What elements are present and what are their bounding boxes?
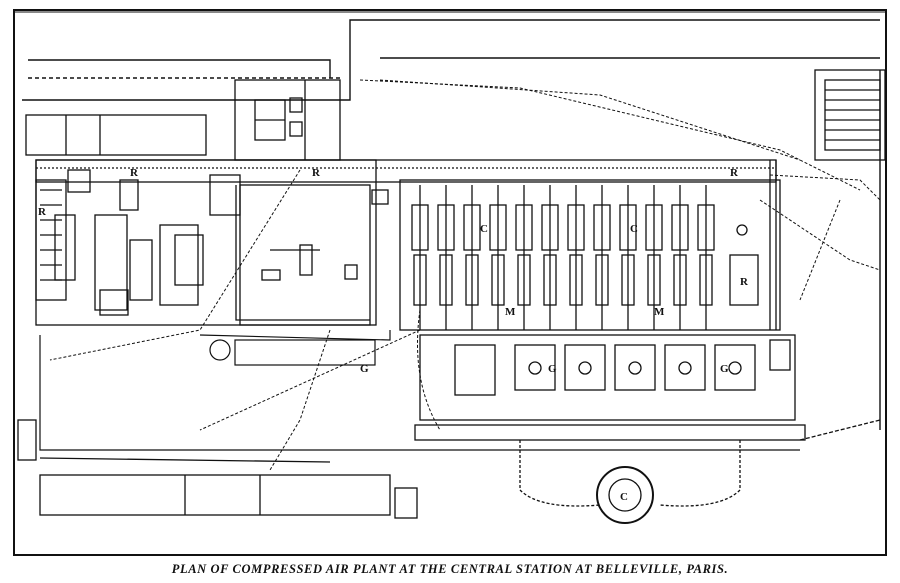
bottom-sheds (17, 419, 418, 519)
compressor-engine-unit (515, 185, 533, 330)
label-r4: R (730, 167, 739, 179)
label-r1: R (130, 167, 139, 179)
label-m1: M (505, 306, 516, 318)
generator-unit (664, 344, 706, 391)
label-c3: C (620, 491, 628, 503)
plant-plan-drawing: R R R R R C C C M M G G G (13, 9, 887, 556)
compressor-engine-unit (567, 185, 585, 330)
compressor-engine-unit (671, 185, 689, 330)
left-boiler-house (25, 114, 377, 326)
generator-room (419, 334, 796, 421)
compressor-engine-unit (541, 185, 559, 330)
plan-labels: R R R R R C C C M M G G G (38, 167, 749, 503)
label-r5: R (740, 276, 749, 288)
label-m2: M (654, 306, 665, 318)
central-hall (239, 184, 389, 326)
main-header-corridor (35, 159, 777, 330)
compressor-engine-unit (437, 185, 455, 330)
compressor-engine-unit (619, 185, 637, 330)
lower-reservoir-area (414, 419, 881, 524)
generator-unit (614, 344, 656, 391)
site-boundary (39, 330, 800, 451)
top-annex (234, 79, 341, 161)
label-r2: R (312, 167, 321, 179)
compressor-engine-unit (593, 185, 611, 330)
right-reservoir-block (729, 69, 886, 306)
generator-unit (714, 344, 756, 391)
pipe-lines (49, 79, 881, 471)
label-g2: G (720, 363, 729, 375)
label-g3: G (360, 363, 369, 375)
label-r3: R (38, 206, 47, 218)
label-c2: C (630, 223, 638, 235)
label-g1: G (548, 363, 557, 375)
compressor-engine-unit (411, 185, 429, 330)
compressor-engine-unit (463, 185, 481, 330)
engine-room (399, 179, 781, 331)
label-c1: C (480, 223, 488, 235)
generator-unit (514, 344, 556, 391)
compressor-engine-unit (697, 185, 715, 330)
compressor-engine-unit (489, 185, 507, 330)
compressor-engine-unit (645, 185, 663, 330)
boundary-wall (22, 19, 881, 430)
generator-unit (564, 344, 606, 391)
drawing-frame (13, 9, 887, 556)
figure-caption: PLAN OF COMPRESSED AIR PLANT AT THE CENT… (171, 562, 729, 576)
